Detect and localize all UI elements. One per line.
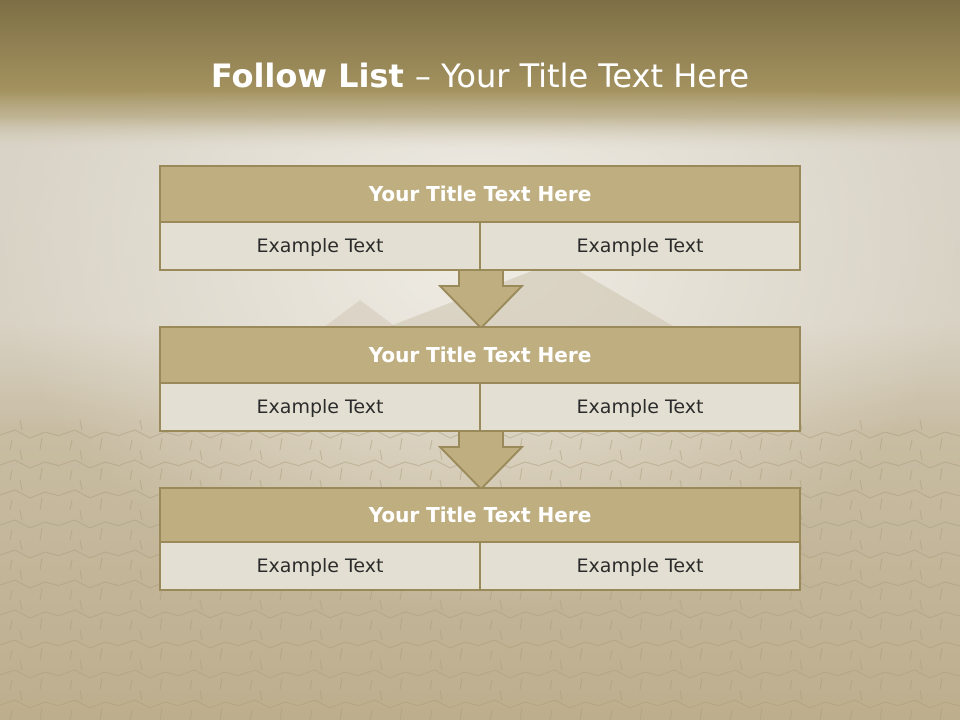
step-cell-left: Example Text: [159, 382, 481, 432]
slide-title-separator: –: [414, 57, 442, 95]
slide-title-bold: Follow List: [210, 57, 415, 95]
down-arrow-icon: [438, 270, 524, 330]
step-cell-left: Example Text: [159, 221, 481, 271]
header-band: [0, 0, 960, 150]
step-cell-left: Example Text: [159, 541, 481, 591]
step-title: Your Title Text Here: [159, 487, 801, 543]
down-arrow-icon: [438, 431, 524, 491]
step-cell-right: Example Text: [479, 221, 801, 271]
step-title: Your Title Text Here: [159, 165, 801, 223]
step-cell-right: Example Text: [479, 541, 801, 591]
step-title: Your Title Text Here: [159, 326, 801, 384]
slide-title-text: Your Title Text Here: [441, 57, 750, 95]
step-cell-right: Example Text: [479, 382, 801, 432]
slide-title: Follow List – Your Title Text Here: [0, 52, 960, 100]
